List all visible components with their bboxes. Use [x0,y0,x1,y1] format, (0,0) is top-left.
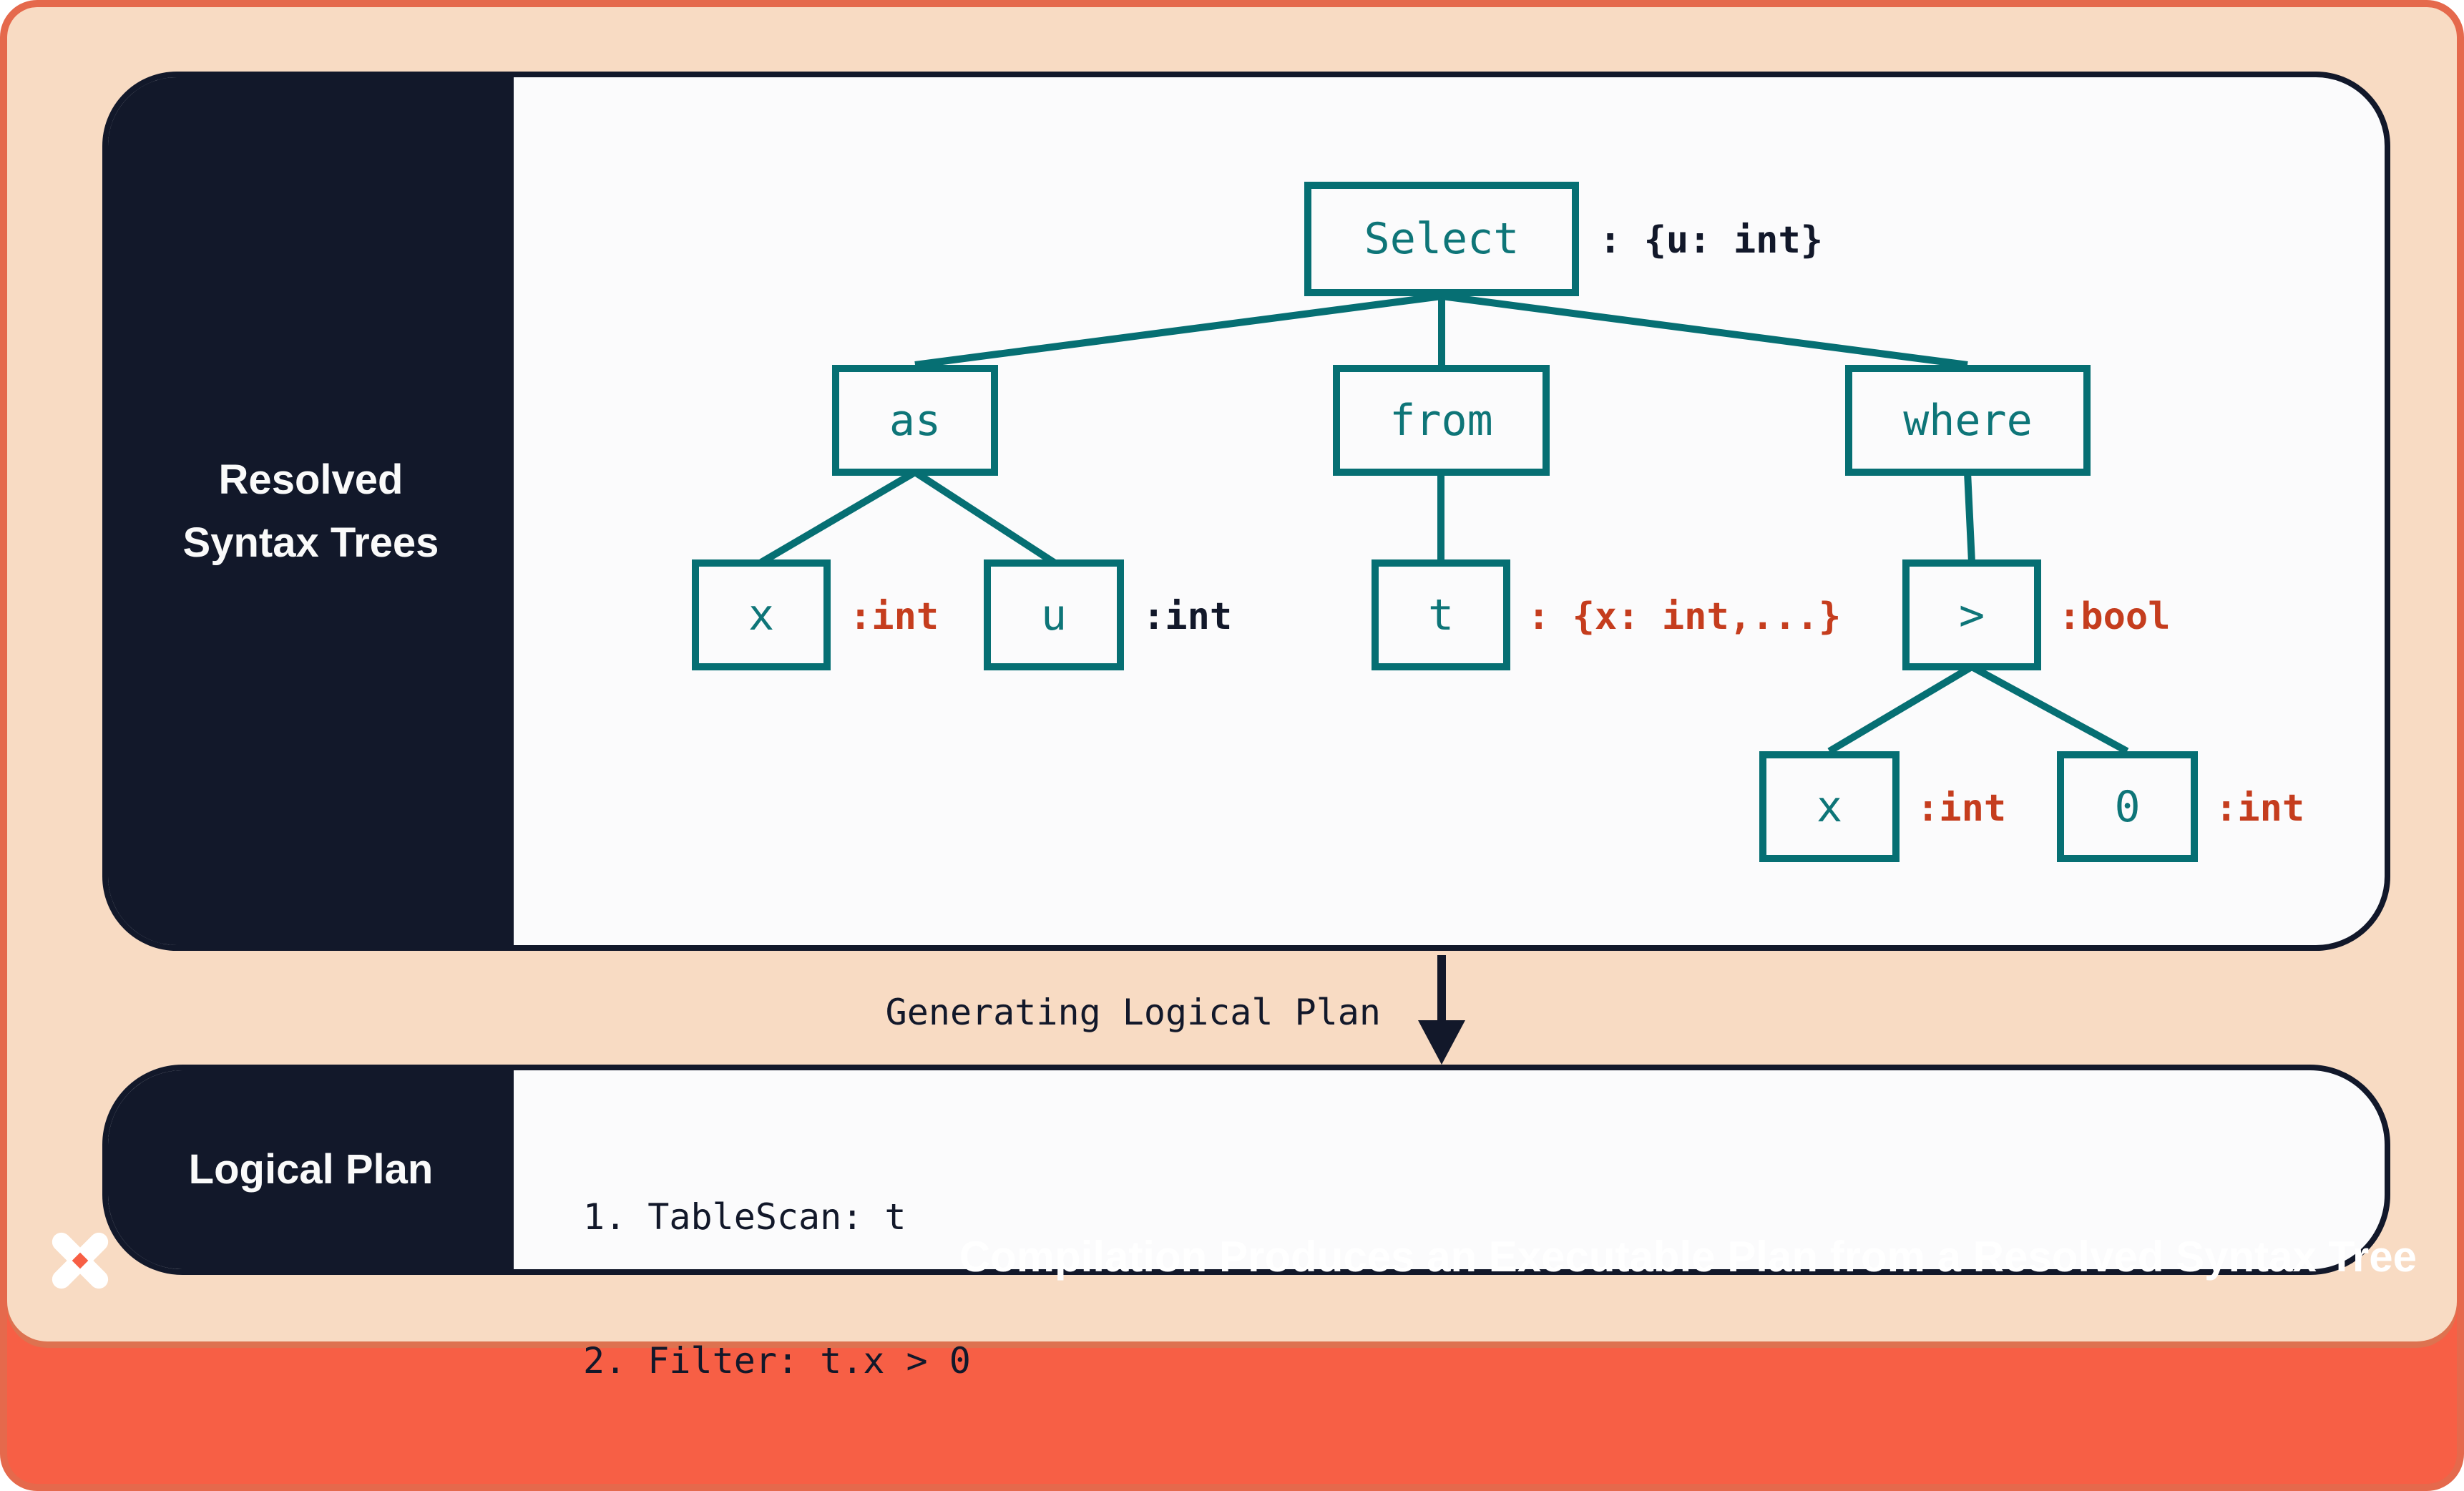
node-label: Select [1364,214,1520,264]
lp-panel-sidebar: Logical Plan [108,1070,514,1269]
tree-edges [759,293,2129,755]
node-annotation-t: : {x: int,...} [1527,595,1842,638]
tree-node-zero: 0 [2057,751,2198,862]
tree-node-t: t [1372,559,1510,670]
tree-node-x2: x [1759,751,1900,862]
node-annotation-select: : {u: int} [1599,219,1824,262]
logical-plan-steps: 1. TableScan: t 2. Filter: t.x > 0 3. Pr… [583,1098,1078,1484]
transition-label: Generating Logical Plan [885,992,1381,1033]
node-annotation-gt: :bool [2058,595,2171,638]
down-arrow-head-icon [1418,1020,1465,1065]
node-label: x [1816,781,1843,832]
node-label: t [1427,590,1455,640]
plan-step-2: 2. Filter: t.x > 0 [583,1340,971,1382]
tree-node-select: Select [1304,182,1579,296]
node-label: u [1040,590,1067,640]
tree-node-u: u [984,559,1124,670]
tree-node-as: as [832,365,998,476]
rst-sidebar-label-line1: Resolved [218,456,404,503]
footer-band: Compilation Produces an Executable Plan … [7,1232,2457,1484]
node-annotation-x1: :int [849,595,939,638]
node-label: as [889,395,942,446]
down-arrow-line [1437,955,1446,1027]
resolved-syntax-trees-panel: Resolved Syntax Trees [102,72,2390,951]
node-label: x [748,590,775,640]
plan-step-1: 1. TableScan: t [583,1196,906,1238]
rst-panel-sidebar: Resolved Syntax Trees [108,77,514,945]
dolt-logo-icon [52,1232,109,1289]
logical-plan-panel: Logical Plan [102,1065,2390,1275]
main-area: Resolved Syntax Trees Select : {u: int} [7,7,2457,1382]
tree-node-from: from [1333,365,1550,476]
lp-sidebar-label: Logical Plan [188,1146,434,1193]
node-label: where [1903,395,2033,446]
tree-node-x1: x [692,559,831,670]
rst-sidebar-label-line2: Syntax Trees [182,519,439,566]
tree-node-gt: > [1902,559,2041,670]
node-label: from [1389,395,1493,446]
node-annotation-x2: :int [1917,787,2007,830]
node-annotation-u: :int [1143,595,1233,638]
node-annotation-zero: :int [2215,787,2305,830]
tree-node-where: where [1845,365,2091,476]
footer-caption: Compilation Produces an Executable Plan … [959,1233,2417,1281]
node-label: > [1958,590,1985,640]
node-label: 0 [2114,781,2141,832]
